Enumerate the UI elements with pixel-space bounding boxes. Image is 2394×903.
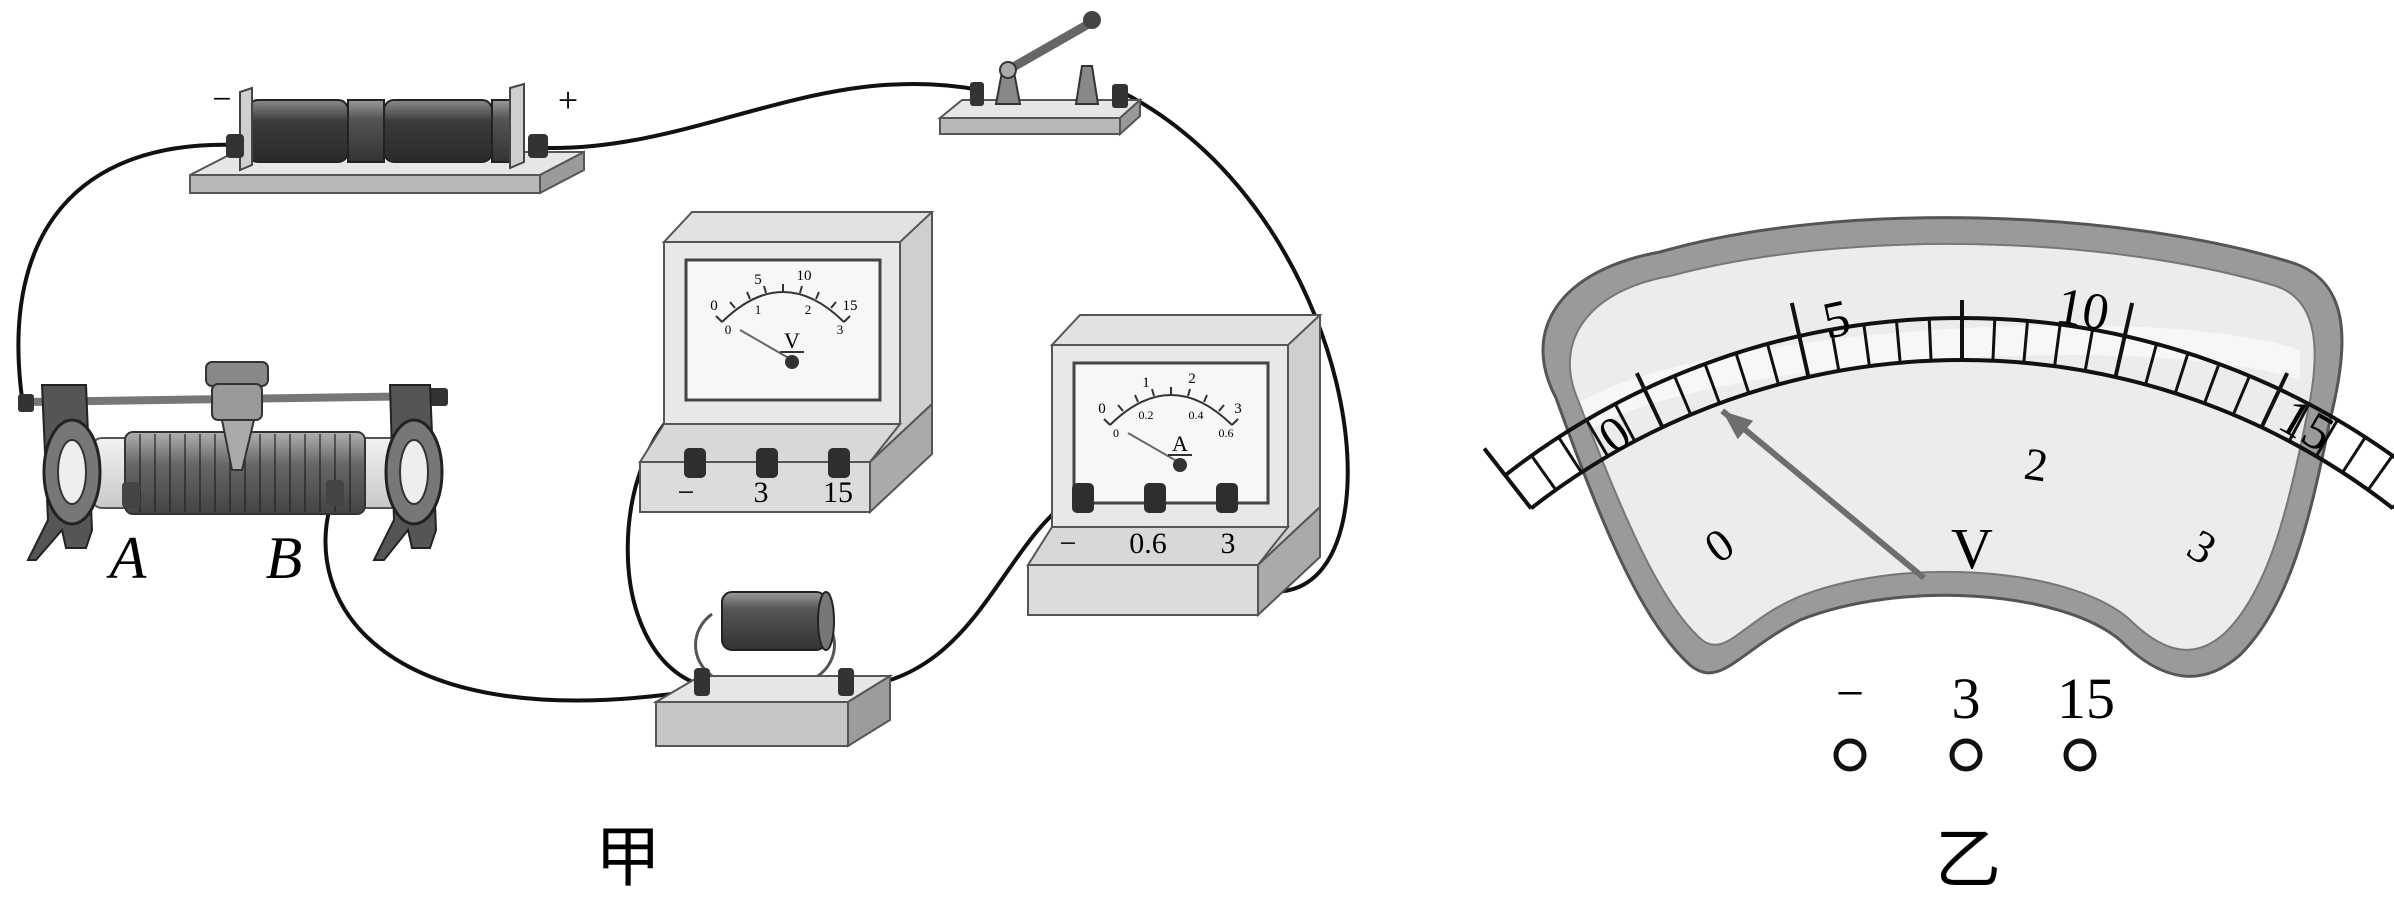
dial-scale-tick <box>1482 447 1533 510</box>
small-voltmeter-bottom-scale-0: 0 <box>725 322 732 337</box>
dial-scale-tick <box>1703 363 1721 404</box>
dial-scale-tick <box>2341 436 2367 474</box>
dial-terminal-minus <box>1833 738 1867 772</box>
dial-scale-tick <box>2287 403 2311 442</box>
small-voltmeter-unit: V <box>784 328 800 353</box>
small-voltmeter-top-scale-2: 10 <box>797 268 812 284</box>
small-voltmeter-bottom-scale-1: 1 <box>755 302 762 317</box>
dial-scale-tick <box>1927 318 1933 361</box>
small-ammeter-top-scale-2: 2 <box>1188 371 1196 387</box>
small-ammeter-top-scale-0: 0 <box>1098 401 1106 417</box>
voltmeter-dial-large: 0 5 10 15 0 2 3 V <box>1482 216 2394 678</box>
dial-scale-tick <box>1557 436 1583 474</box>
dial-scale-tick <box>1894 320 1902 363</box>
small-voltmeter-terminal-minus: − <box>678 476 695 509</box>
dial-scale-tick <box>2314 419 2339 457</box>
battery: − + <box>189 80 585 195</box>
dial-terminal-label-minus: − <box>1836 665 1864 721</box>
small-ammeter-bottom-scale-1: 0.2 <box>1139 408 1154 422</box>
dial-scale-tick <box>1734 352 1751 394</box>
wire-battery-to-switch <box>546 81 982 151</box>
small-ammeter-terminal-0-6: 0.6 <box>1129 527 1167 560</box>
battery-plus-label: + <box>558 80 578 120</box>
dial-scale-tick <box>1862 324 1871 367</box>
small-voltmeter-terminal-3: 3 <box>754 476 769 509</box>
dial-terminal-label-3: 3 <box>1952 666 1981 731</box>
dial-terminal-3 <box>1949 738 1983 772</box>
voltmeter-small: 0 5 10 15 0 1 2 3 V − 3 15 <box>638 211 935 515</box>
dial-scale-tick <box>1789 302 1811 378</box>
dial-scale-tick <box>2022 320 2030 363</box>
small-voltmeter-bottom-scale-2: 2 <box>805 302 812 317</box>
caption-jia: 甲 <box>595 819 661 896</box>
small-ammeter-top-scale-1: 1 <box>1142 375 1150 391</box>
caption-yi: 乙 <box>1935 821 2001 898</box>
dial-scale-tick <box>2366 454 2394 491</box>
rheostat-terminal-a-label: A <box>106 525 147 591</box>
small-ammeter-bottom-scale-2: 0.4 <box>1189 408 1204 422</box>
small-ammeter-bottom-scale-3: 0.6 <box>1219 426 1234 440</box>
dial-scale-tick <box>1673 375 1693 416</box>
resistor <box>652 591 894 748</box>
small-voltmeter-top-scale-1: 5 <box>754 272 762 288</box>
wire-battery-to-rheostat <box>16 142 238 400</box>
dial-scale-tick <box>2053 324 2062 367</box>
dial-scale-tick <box>2083 329 2095 372</box>
small-ammeter-bottom-scale-0: 0 <box>1113 426 1119 440</box>
dial-terminals: − 3 15 <box>1833 665 2115 772</box>
dial-scale-tick <box>2259 372 2289 429</box>
small-ammeter-unit: A <box>1172 431 1188 456</box>
dial-scale-tick <box>1585 419 1610 457</box>
rheostat-terminal-b-label: B <box>266 525 303 591</box>
small-ammeter-top-scale-3: 3 <box>1234 401 1242 417</box>
dial-scale-tick <box>2231 375 2251 416</box>
battery-minus-label: − <box>212 81 231 118</box>
wire-resistor-to-ammeter <box>846 493 1080 690</box>
dial-needle <box>1720 408 1926 581</box>
dial-scale-tick <box>1766 343 1780 385</box>
small-voltmeter-top-scale-0: 0 <box>710 298 718 314</box>
dial-scale-tick <box>2144 343 2158 385</box>
dial-scale-tick <box>2173 352 2190 394</box>
ammeter-small: 0 1 2 3 0 0.2 0.4 0.6 A − 0.6 3 <box>1026 314 1323 618</box>
dial-scale-tick <box>2113 302 2135 378</box>
knife-switch <box>937 11 1143 137</box>
dial-scale-inner-arc <box>1529 358 2394 510</box>
dial-outer-label-10: 10 <box>2052 277 2113 342</box>
wire-rheostat-b-to-resistor <box>323 498 702 703</box>
small-voltmeter-terminal-15: 15 <box>823 476 853 509</box>
dial-scale-tick <box>1829 329 1841 372</box>
dial-scale-tick <box>2203 363 2221 404</box>
dial-scale-tick <box>1613 403 1637 442</box>
dial-scale-tick <box>1635 372 1665 429</box>
rheostat: A B <box>18 361 448 591</box>
small-voltmeter-top-scale-3: 15 <box>843 298 858 314</box>
dial-terminal-15 <box>2063 738 2097 772</box>
dial-scale-tick <box>1991 318 1997 361</box>
small-ammeter-terminal-minus: − <box>1060 527 1077 560</box>
dial-terminal-label-15: 15 <box>2057 666 2115 731</box>
dial-scale-tick <box>1530 454 1558 491</box>
small-ammeter-terminal-3: 3 <box>1221 527 1236 560</box>
dial-scale <box>1482 300 2394 510</box>
dial-unit-label: V <box>1951 516 1993 581</box>
small-voltmeter-bottom-scale-3: 3 <box>837 322 844 337</box>
